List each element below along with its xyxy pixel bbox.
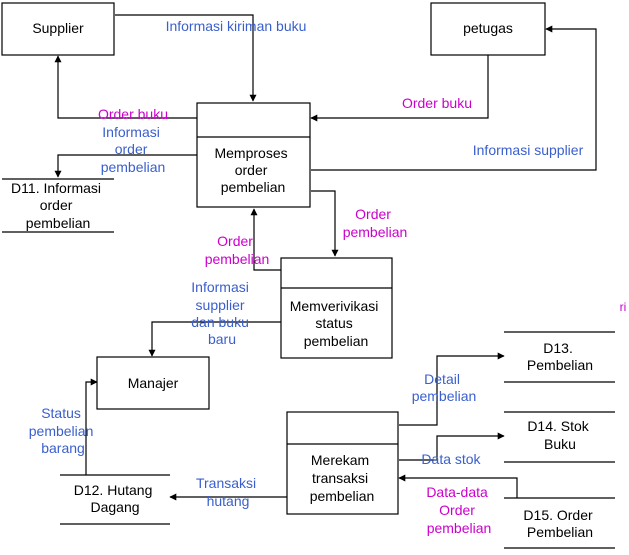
store-d12-label: D12. Hutang Dagang [74,482,157,515]
flow-order-buku-to-supplier [54,55,197,119]
process-merekam-transaksi: Merekam transaksi pembelian [286,411,399,515]
store-d14-label: D14. Stok Buku [527,418,592,452]
entity-petugas: petugas [430,2,546,56]
label-order-pembelian-down: Order pembelian [343,206,408,240]
flow-data-stok [399,432,505,461]
label-informasi-order-pembelian: Informasi order pembelian [101,124,166,175]
store-d14: D14. Stok Buku [504,411,615,463]
flow-informasi-order-pembelian [54,154,197,178]
store-d15-label: D15. Order Pembelian [523,507,596,540]
entity-manajer: Manajer [96,356,210,410]
flow-detail-pembelian [399,352,505,426]
store-d11-label: D11. Informasi order pembelian [11,180,105,231]
process-memverivikasi-status-label: Memverivikasi status pembelian [290,298,383,349]
label-informasi-supplier: Informasi supplier [473,142,584,158]
label-data-stok: Data stok [421,451,481,467]
entity-supplier-label: Supplier [32,20,84,36]
entity-petugas-label: petugas [463,20,513,36]
flow-order-pembelian-down [311,190,339,257]
label-informasi-supplier-buku: Informasi supplier dan buku baru [191,279,253,347]
flow-status-pembelian-barang [85,378,98,475]
store-d12: D12. Hutang Dagang [60,474,170,525]
label-stray-ri: ri [620,300,627,314]
entity-supplier: Supplier [1,2,115,56]
label-informasi-kiriman-buku: Informasi kiriman buku [166,18,307,34]
flow-informasi-supplier-buku [148,321,281,357]
process-memproses-order: Memproses order pembelian [196,102,311,208]
flow-informasi-supplier [311,25,597,171]
label-order-buku-supplier: Order buku [98,106,168,122]
label-order-pembelian-up: Order pembelian [205,233,270,267]
store-d13-label: D13. Pembelian [527,340,593,373]
label-status-pembelian-barang: Status pembelian barang [29,405,98,456]
flow-informasi-kiriman-buku [115,14,257,102]
process-merekam-transaksi-label: Merekam transaksi pembelian [310,452,375,504]
entity-manajer-label: Manajer [128,375,179,391]
store-d15: D15. Order Pembelian [504,497,615,549]
flow-order-buku-from-petugas [310,55,489,122]
label-detail-pembelian: Detail pembelian [412,371,477,404]
label-transaksi-hutang: Transaksi hutang [196,475,260,509]
label-order-buku-petugas: Order buku [402,95,472,111]
store-d11: D11. Informasi order pembelian [2,178,114,233]
process-memverivikasi-status: Memverivikasi status pembelian [280,257,393,359]
flow-order-pembelian-up [250,208,281,271]
store-d13: D13. Pembelian [504,331,615,383]
label-data-data-order: Data-data Order pembelian [426,484,491,536]
flow-data-data-order [398,474,518,498]
process-memproses-order-label: Memproses order pembelian [214,145,291,195]
flow-lines [54,14,597,501]
